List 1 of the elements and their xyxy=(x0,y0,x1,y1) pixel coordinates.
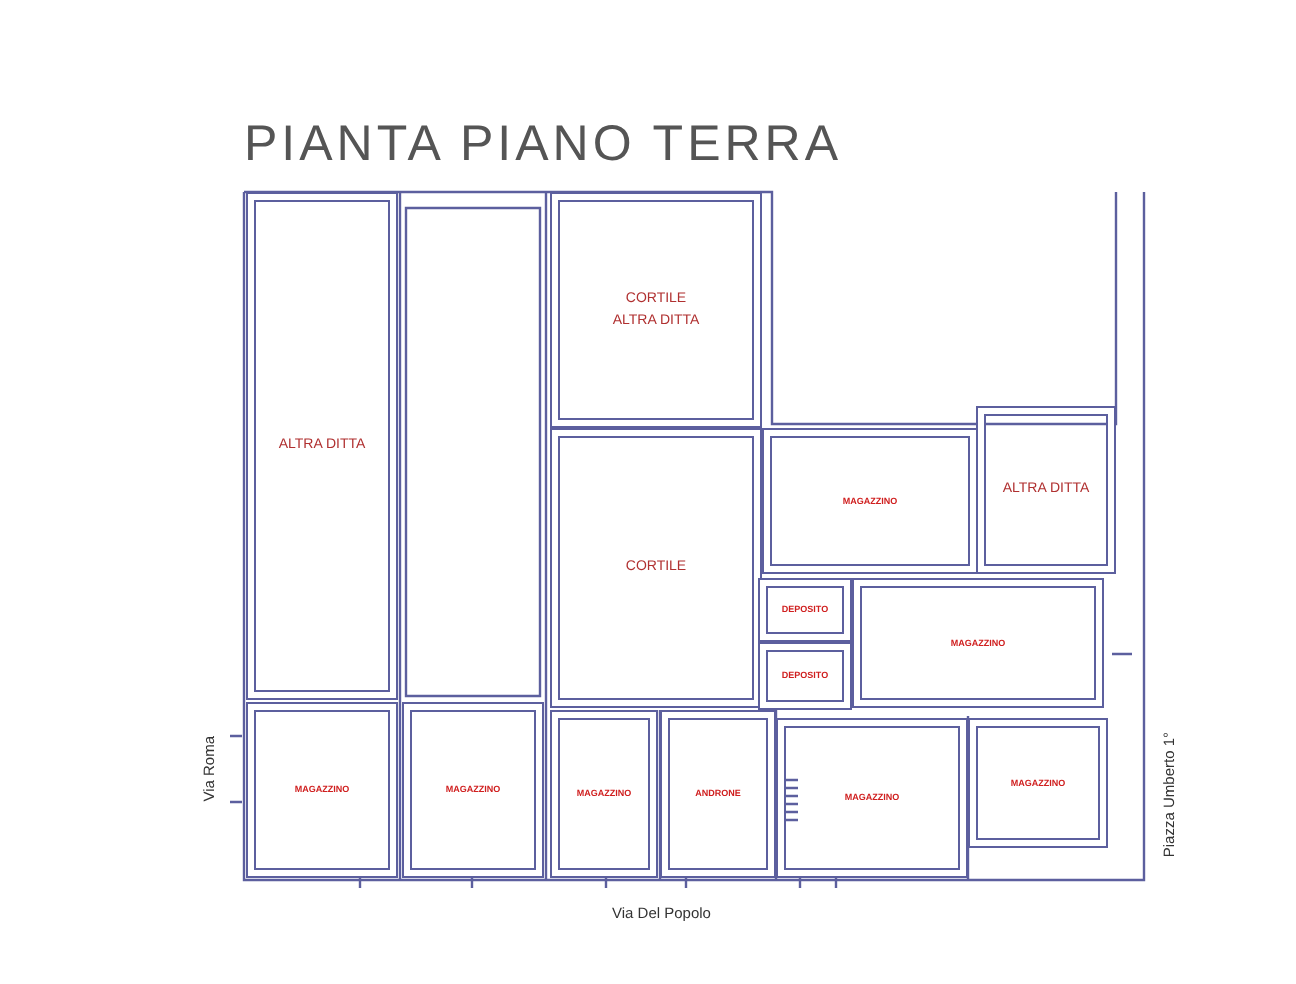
plan-title: PIANTA PIANO TERRA xyxy=(244,116,843,174)
